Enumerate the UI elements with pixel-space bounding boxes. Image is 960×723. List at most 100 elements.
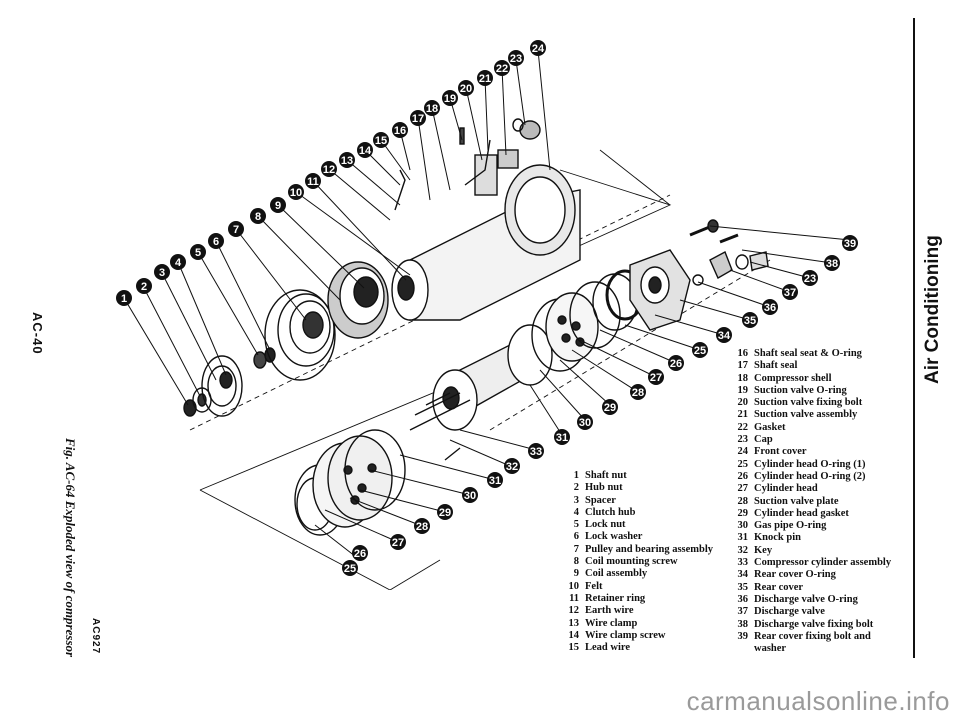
figure-caption: Fig. AC-64 Exploded view of compressor [63, 438, 78, 658]
callout-23b [802, 270, 818, 286]
callout-7 [228, 221, 244, 237]
callout-3 [154, 264, 170, 280]
svg-text:1: 1 [121, 293, 127, 305]
svg-text:19: 19 [444, 93, 456, 105]
callout-5 [190, 244, 206, 260]
callout-10 [288, 184, 304, 200]
svg-text:5: 5 [195, 247, 201, 259]
svg-text:9: 9 [275, 200, 281, 212]
callout-group: 1 2 3 4 5 6 7 8 9 10 11 12 13 14 15 16 1… [116, 40, 858, 576]
svg-text:11: 11 [307, 176, 319, 188]
section-title: Air Conditioning [922, 235, 943, 384]
svg-text:35: 35 [744, 315, 756, 327]
svg-text:27: 27 [650, 372, 662, 384]
callout-39 [842, 235, 858, 251]
svg-text:6: 6 [213, 236, 219, 248]
callout-28 [630, 384, 646, 400]
callout-9 [270, 197, 286, 213]
callout-30b [462, 487, 478, 503]
svg-text:7: 7 [233, 224, 239, 236]
svg-text:38: 38 [826, 258, 838, 270]
svg-text:37: 37 [784, 287, 796, 299]
callout-21 [477, 70, 493, 86]
callout-1 [116, 290, 132, 306]
svg-text:31: 31 [489, 475, 501, 487]
callout-15 [373, 132, 389, 148]
callout-29 [602, 399, 618, 415]
legend-row: washer [754, 643, 787, 655]
svg-text:36: 36 [764, 302, 776, 314]
callout-30 [577, 414, 593, 430]
svg-text:28: 28 [632, 387, 644, 399]
svg-text:25: 25 [694, 345, 706, 357]
svg-text:14: 14 [359, 145, 372, 157]
callout-23 [508, 50, 524, 66]
callout-27 [648, 369, 664, 385]
svg-text:20: 20 [460, 83, 472, 95]
svg-text:34: 34 [718, 330, 731, 342]
callout-2 [136, 278, 152, 294]
callout-24 [530, 40, 546, 56]
svg-text:33: 33 [530, 446, 542, 458]
callout-36 [762, 299, 778, 315]
svg-text:30: 30 [579, 417, 591, 429]
callout-11 [305, 173, 321, 189]
callout-22 [494, 60, 510, 76]
svg-text:2: 2 [141, 281, 147, 293]
callout-34 [716, 327, 732, 343]
svg-text:3: 3 [159, 267, 165, 279]
svg-text:22: 22 [496, 63, 508, 75]
callout-26 [668, 355, 684, 371]
svg-text:31: 31 [556, 432, 568, 444]
callout-31 [554, 429, 570, 445]
svg-text:26: 26 [354, 548, 366, 560]
callout-25b [692, 342, 708, 358]
svg-text:13: 13 [341, 155, 353, 167]
svg-text:10: 10 [290, 187, 302, 199]
svg-text:12: 12 [323, 164, 335, 176]
svg-text:29: 29 [439, 507, 451, 519]
svg-text:23: 23 [510, 53, 522, 65]
callout-20 [458, 80, 474, 96]
callout-31b [487, 472, 503, 488]
callout-12 [321, 161, 337, 177]
callout-25 [342, 560, 358, 576]
exploded-view-diagram: 1 2 3 4 5 6 7 8 9 10 11 12 13 14 15 16 1… [116, 40, 858, 590]
svg-text:24: 24 [532, 43, 545, 55]
callout-32 [504, 458, 520, 474]
svg-text:21: 21 [479, 73, 491, 85]
margin-rule [913, 18, 915, 658]
svg-text:23: 23 [804, 273, 816, 285]
callout-28b [414, 518, 430, 534]
svg-text:25: 25 [344, 563, 356, 575]
svg-text:18: 18 [426, 103, 438, 115]
svg-text:27: 27 [392, 537, 404, 549]
callout-26b [352, 545, 368, 561]
